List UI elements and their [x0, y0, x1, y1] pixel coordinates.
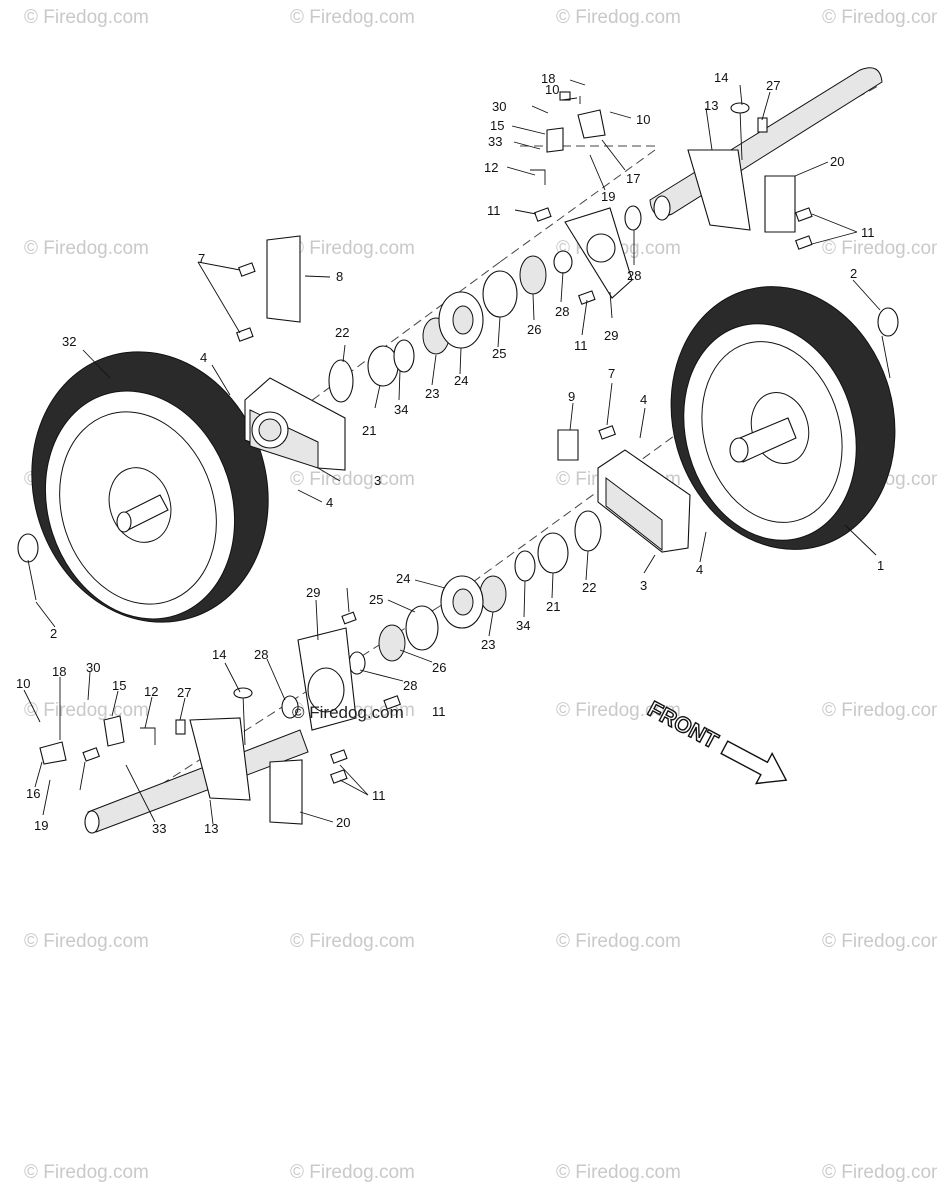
callout-33: 34: [394, 402, 408, 417]
lower-drive-parts: [281, 510, 602, 731]
callout-24: 24: [396, 571, 410, 586]
callout-10: 10: [636, 112, 650, 127]
watermark-text: © Firedog.com: [290, 238, 415, 259]
callout-4: 4: [696, 562, 703, 577]
front-label: FRONT: [644, 696, 723, 754]
callout-14: 14: [714, 70, 728, 85]
callout-28: 28: [403, 678, 417, 693]
watermark-text: © Firedog.com: [822, 7, 937, 28]
upper-drive-parts: [328, 205, 642, 403]
callout-7: 7: [198, 251, 205, 266]
callout-30: 30: [492, 99, 506, 114]
leader-lines: [23, 79, 881, 825]
watermark-text: © Firedog.com: [24, 1162, 149, 1183]
callout-9: 9: [568, 389, 575, 404]
callout-3: 3: [640, 578, 647, 593]
watermark-text: © Firedog.com: [556, 931, 681, 952]
right-wheel-assembly: [670, 286, 896, 550]
callout-27: 27: [177, 685, 191, 700]
callout-28: 28: [254, 647, 268, 662]
watermark-text: © Firedog.com: [822, 931, 937, 952]
callout-4: 4: [640, 392, 647, 407]
callout-32: 33: [488, 134, 502, 149]
callout-22: 22: [335, 325, 349, 340]
callout-11: 11: [861, 225, 875, 240]
callout-12: 12: [484, 160, 498, 175]
front-arrow: FRONT: [643, 695, 788, 785]
callout-28: 28: [555, 304, 569, 319]
callout-3: 3: [374, 473, 381, 488]
callout-2: 2: [50, 626, 57, 641]
center-watermark: © Firedog.com: [292, 703, 404, 722]
callout-1: 1: [877, 558, 884, 573]
callout-23: 23: [425, 386, 439, 401]
callout-29: 29: [604, 328, 618, 343]
watermark-text: © Firedog.com: [822, 1162, 937, 1183]
watermark-text: © Firedog.com: [556, 7, 681, 28]
callout-29: 29: [306, 585, 320, 600]
callout-10: 10: [16, 676, 30, 691]
callout-18: 18: [541, 71, 555, 86]
callout-32: 33: [152, 821, 166, 836]
callout-33: 34: [516, 618, 530, 633]
callout-19: 19: [34, 818, 48, 833]
left-wheel-assembly: [31, 351, 269, 623]
callout-25: 25: [492, 346, 506, 361]
watermark-text: © Firedog.com: [290, 7, 415, 28]
watermark-text: © Firedog.com: [822, 700, 937, 721]
watermark-text: © Firedog.com: [822, 238, 937, 259]
callout-22: 22: [582, 580, 596, 595]
callout-20: 20: [336, 815, 350, 830]
callout-21: 21: [362, 423, 376, 438]
callout-14: 14: [212, 647, 226, 662]
callout-7: 7: [608, 366, 615, 381]
callout-20: 20: [830, 154, 844, 169]
callout-30: 30: [86, 660, 100, 675]
callout-8: 8: [336, 269, 343, 284]
callout-28: 28: [627, 268, 641, 283]
callout-2: 2: [850, 266, 857, 281]
callout-26: 26: [527, 322, 541, 337]
watermark-text: © Firedog.com: [24, 931, 149, 952]
callout-27: 27: [766, 78, 780, 93]
callout-18: 18: [52, 664, 66, 679]
watermark-text: © Firedog.com: [556, 1162, 681, 1183]
callout-21: 21: [546, 599, 560, 614]
callout-13: 13: [204, 821, 218, 836]
callout-11: 11: [487, 203, 501, 218]
lower-gear-case: [597, 449, 691, 553]
callout-11: 11: [574, 338, 588, 353]
callout-15: 15: [490, 118, 504, 133]
callout-15: 15: [112, 678, 126, 693]
callout-11: 11: [432, 704, 446, 719]
watermark-text: © Firedog.com: [24, 700, 149, 721]
callout-labels: 32 7 8 4 22 21 34 23 24 25 26 28 11 29 2…: [16, 70, 884, 836]
callout-26: 26: [432, 660, 446, 675]
upper-gear-case: [244, 377, 346, 471]
brackets: [39, 109, 796, 825]
callout-31: 32: [62, 334, 76, 349]
callout-24: 24: [454, 373, 468, 388]
watermark-text: © Firedog.com: [290, 1162, 415, 1183]
callout-11: 11: [372, 788, 386, 803]
watermark-text: © Firedog.com: [290, 469, 415, 490]
callout-19: 19: [601, 189, 615, 204]
watermark-text: © Firedog.com: [24, 238, 149, 259]
ring-pin-left: [17, 533, 39, 601]
callout-25: 25: [369, 592, 383, 607]
callout-17: 17: [626, 171, 640, 186]
callout-23: 23: [481, 637, 495, 652]
callout-4: 4: [326, 495, 333, 510]
ring-pin-right: [877, 307, 899, 379]
callout-10: 10: [545, 82, 559, 97]
callout-13: 13: [704, 98, 718, 113]
watermark-text: © Firedog.com: [24, 7, 149, 28]
callout-16: 16: [26, 786, 40, 801]
callout-4: 4: [200, 350, 207, 365]
pins-and-bolts: [59, 91, 813, 784]
callout-12: 12: [144, 684, 158, 699]
watermark-text: © Firedog.com: [290, 931, 415, 952]
watermark-text: © Firedog.com: [556, 700, 681, 721]
